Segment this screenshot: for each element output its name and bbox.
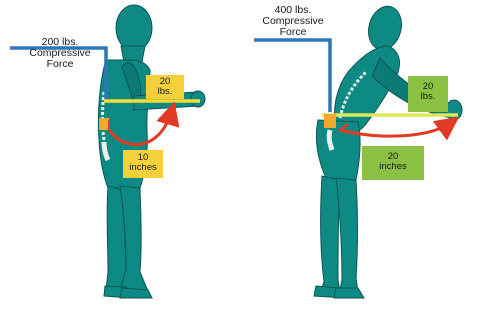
weight-unit-right: lbs. [408, 92, 448, 102]
distance-unit-left: inches [123, 163, 163, 173]
pivot-point-right [324, 114, 336, 128]
force-word-force-right: Force [256, 27, 330, 38]
compressive-force-label-right: 400 lbs. Compressive Force [256, 5, 330, 38]
distance-unit-right: inches [362, 162, 424, 172]
pivot-point-left [99, 118, 109, 130]
compressive-force-label-left: 200 lbs. Compressive Force [12, 37, 108, 70]
weight-label-left: 20 lbs. [146, 77, 184, 97]
distance-label-right: 20 inches [362, 152, 424, 172]
weight-unit-left: lbs. [146, 87, 184, 97]
compressive-force-line-right [254, 40, 330, 112]
force-word-force-left: Force [12, 59, 108, 70]
distance-label-left: 10 inches [123, 153, 163, 173]
weight-label-right: 20 lbs. [408, 82, 448, 102]
